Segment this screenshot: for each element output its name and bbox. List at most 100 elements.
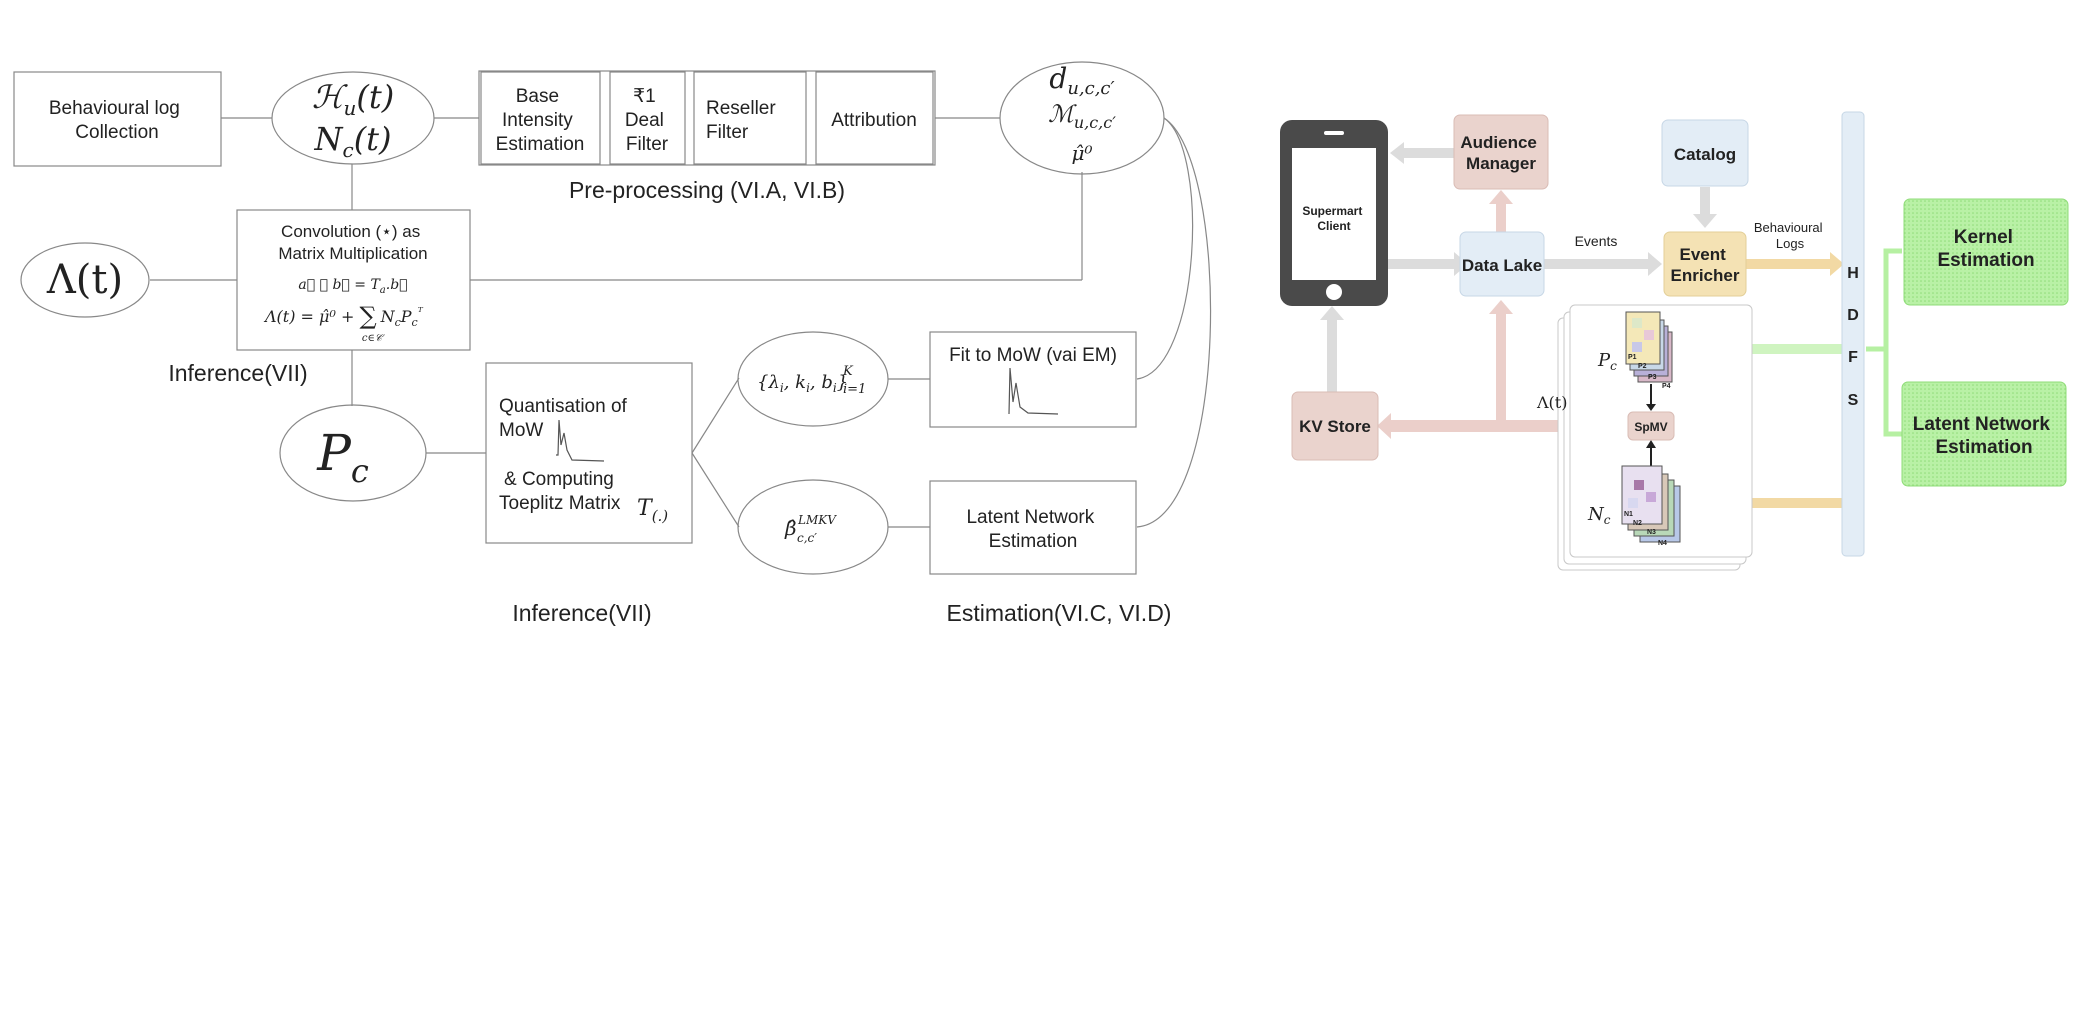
latent-network-estimation-label: Latent Network Estimation <box>1913 414 2056 458</box>
lambda-flow-label: Λ(t) <box>1536 393 1567 412</box>
n-tile-cell <box>1646 492 1656 502</box>
preprocessing-group <box>478 70 936 166</box>
connector <box>691 377 740 454</box>
behavioural-log-label: Behavioural log Collection <box>49 98 185 143</box>
n-tile-label-3: N3 <box>1647 529 1656 536</box>
p-tile-1 <box>1625 311 1661 365</box>
inference-caption-1: Inference(VII) <box>168 360 307 386</box>
behavioural-logs-label: Behavioural Logs <box>1754 220 1826 251</box>
pc-node-label: Pc <box>316 424 369 490</box>
latent-network-box-label: Latent Network Estimation <box>966 507 1099 552</box>
hdfs-letter-s: S <box>1848 392 1859 409</box>
p-tile-label-3: P3 <box>1648 374 1657 381</box>
mow-fit-curve <box>1008 367 1059 415</box>
mow-params-sup: K <box>842 364 854 379</box>
lambda-node <box>20 242 150 318</box>
p-tile-cell <box>1644 330 1654 340</box>
arrow-enricher-to-hdfs <box>1746 252 1844 276</box>
link-hdfs-latent <box>1883 349 1902 437</box>
n-tile-cell <box>1628 498 1638 508</box>
nc-label: Nc <box>1587 504 1611 527</box>
toeplitz-symbol: T(.) <box>637 496 668 525</box>
arrow-phone-to-datalake <box>1388 252 1468 276</box>
params-line3: μ̂⁰ <box>1071 141 1092 165</box>
hdfs-letter-f: F <box>1848 349 1858 366</box>
n-tile-label-4: N4 <box>1658 540 1667 547</box>
attribution-box <box>815 71 934 165</box>
arrow-datalake-to-audience <box>1390 142 1468 164</box>
convolution-title: Convolution (⋆) as Matrix Multiplication <box>278 222 427 263</box>
phone-home-button <box>1326 284 1342 300</box>
data-lake-label: Data Lake <box>1462 256 1542 275</box>
base-intensity-label: Base Intensity Estimation <box>496 86 585 155</box>
history-node-line2: Nc(t) <box>313 120 391 162</box>
params-line2: ℳu,c,c′ <box>1048 100 1116 132</box>
attribution-label: Attribution <box>831 110 917 131</box>
inference-caption-2: Inference(VII) <box>512 600 651 626</box>
connector <box>1136 117 1212 528</box>
connector <box>1136 117 1194 380</box>
n-tile-label-2: N2 <box>1633 520 1642 527</box>
beta-node <box>737 479 889 575</box>
kv-store-label: KV Store <box>1299 417 1371 436</box>
mow-sketch-curve <box>556 419 605 462</box>
p-tile-label-1: P1 <box>1628 354 1637 361</box>
kernel-estimation-node <box>1903 198 2069 306</box>
n-tile-cell <box>1634 480 1644 490</box>
convolution-box <box>236 209 471 351</box>
p-tile-cell <box>1632 318 1642 328</box>
hdfs-letter-d: D <box>1847 307 1859 324</box>
catalog-label: Catalog <box>1674 145 1736 164</box>
connector <box>691 452 740 528</box>
link-hdfs-kernel <box>1866 248 1902 352</box>
base-intensity-box <box>480 71 601 165</box>
event-enricher-node <box>1663 231 1747 297</box>
arrow-spmv-to-kvstore <box>1377 413 1629 439</box>
data-lake-node <box>1459 231 1545 297</box>
phone-speaker <box>1324 131 1344 135</box>
beta-sub: c,c′ <box>797 531 817 545</box>
quantisation-label: Quantisation of MoW & Computing Toeplitz… <box>499 396 632 514</box>
spmv-label: SpMV <box>1634 420 1667 434</box>
history-node <box>271 71 435 165</box>
quantisation-box <box>485 362 693 544</box>
lambda-node-label: Λ(t) <box>46 257 123 303</box>
event-enricher-label: Event Enricher <box>1671 245 1740 285</box>
arrow-datalake-to-audience-up <box>1489 190 1513 234</box>
phone-screen <box>1292 148 1376 280</box>
preprocessing-caption: Pre-processing (VI.A, VI.B) <box>569 177 845 203</box>
arrow-p-to-spmv-head <box>1646 404 1656 411</box>
hdfs-bar <box>1841 111 1865 557</box>
mow-params-node <box>737 331 889 427</box>
convolution-eq2: Λ(t) = μ̂⁰ + ∑NcPcᵀ <box>263 302 424 330</box>
arrow-hdfs-to-nc <box>1685 490 1844 516</box>
deal-filter-box <box>609 71 686 165</box>
arrow-hdfs-to-pc <box>1685 336 1844 362</box>
convolution-sum-index: c∈𝒞 <box>362 333 385 344</box>
fit-mow-label: Fit to MoW (vai EM) <box>949 345 1117 366</box>
spmv-node <box>1627 411 1675 441</box>
p-matrix-stack: P1 P2 P3 P4 <box>1625 311 1673 390</box>
estimation-caption: Estimation(VI.C, VI.D) <box>947 600 1172 626</box>
arrow-datalake-to-enricher <box>1544 252 1662 276</box>
reseller-filter-box <box>693 71 807 165</box>
n-tile-label-1: N1 <box>1624 511 1633 518</box>
audience-manager-node <box>1453 114 1549 190</box>
mow-params-label: {λi, ki, bi} <box>757 372 848 395</box>
events-label: Events <box>1575 233 1618 249</box>
n-matrix-stack: N1 N2 N3 N4 <box>1621 465 1681 547</box>
arrow-spmv-to-datalake <box>1489 300 1513 422</box>
history-node-line1: ℋu(t) <box>312 78 394 120</box>
left-pipeline-diagram <box>13 61 1212 575</box>
pc-label: Pc <box>1597 350 1617 373</box>
kernel-estimation-label: Kernel Estimation <box>1937 227 2034 271</box>
fit-mow-box <box>929 331 1137 428</box>
arrow-n-to-spmv-head <box>1646 440 1656 448</box>
beta-sup: LMKV <box>797 513 837 527</box>
kv-store-node <box>1291 391 1379 461</box>
behavioural-log-box <box>13 71 222 167</box>
arrow-kv-to-phone <box>1320 306 1344 392</box>
arrow-catalog-to-enricher <box>1693 187 1717 228</box>
right-system-diagram: Supermart Client Audience Manager Catalo… <box>1280 60 2070 580</box>
